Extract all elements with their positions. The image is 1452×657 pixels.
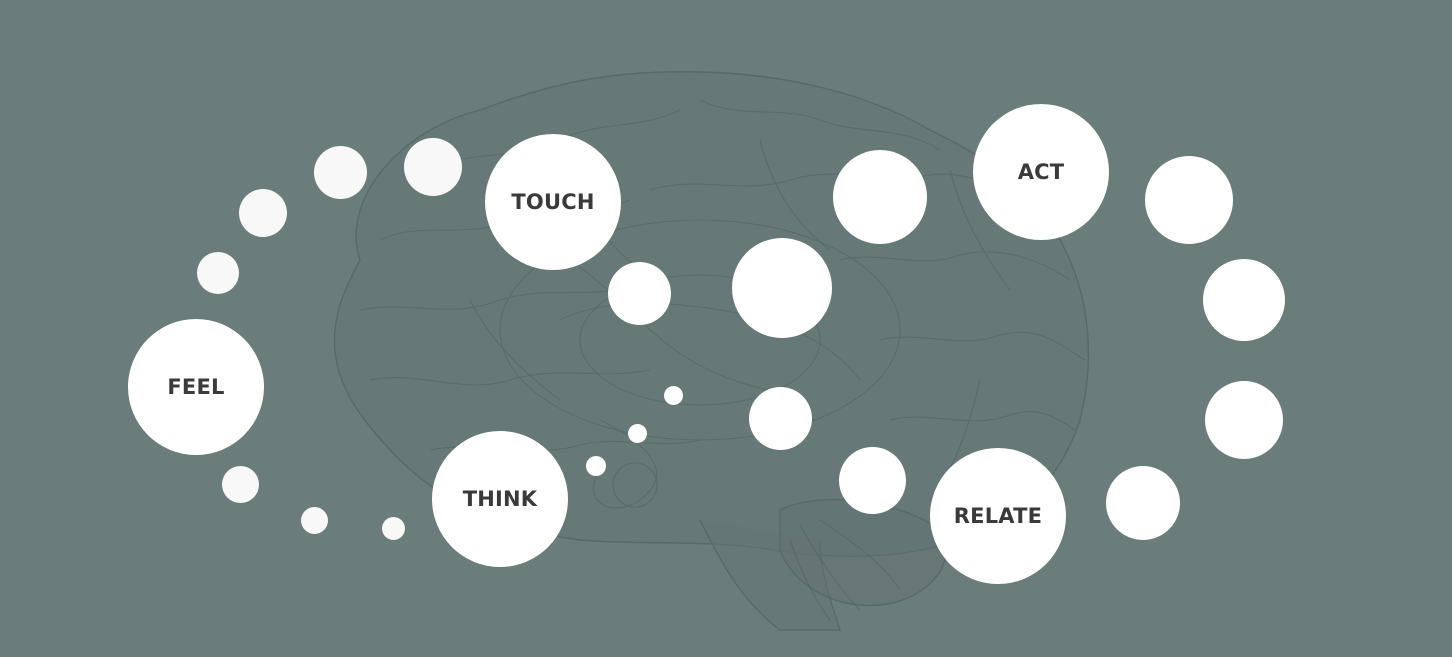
think-label: THINK: [462, 487, 538, 511]
connector-dot: [628, 424, 647, 443]
connector-dot: [839, 447, 906, 514]
connector-dot: [833, 150, 927, 244]
connector-dot: [404, 138, 462, 196]
connector-dot: [1106, 466, 1180, 540]
relate-bubble: RELATE: [930, 448, 1066, 584]
connector-dot: [222, 466, 259, 503]
relate-label: RELATE: [953, 504, 1043, 528]
connector-dot: [301, 507, 328, 534]
touch-label: TOUCH: [511, 190, 595, 214]
connector-dot: [314, 146, 367, 199]
connector-dot: [1205, 381, 1283, 459]
feel-label: FEEL: [167, 375, 225, 399]
connector-dot: [239, 189, 287, 237]
connector-dot: [1203, 259, 1285, 341]
touch-bubble: TOUCH: [485, 134, 621, 270]
connector-dot: [732, 238, 832, 338]
think-bubble: THINK: [432, 431, 568, 567]
feel-bubble: FEEL: [128, 319, 264, 455]
act-label: ACT: [1017, 160, 1065, 184]
connector-dot: [1145, 156, 1233, 244]
act-bubble: ACT: [973, 104, 1109, 240]
connector-dot: [608, 262, 671, 325]
connector-dot: [586, 456, 606, 476]
connector-dot: [749, 387, 812, 450]
connector-dot: [197, 252, 239, 294]
connector-dot: [382, 517, 405, 540]
connector-dot: [664, 386, 683, 405]
